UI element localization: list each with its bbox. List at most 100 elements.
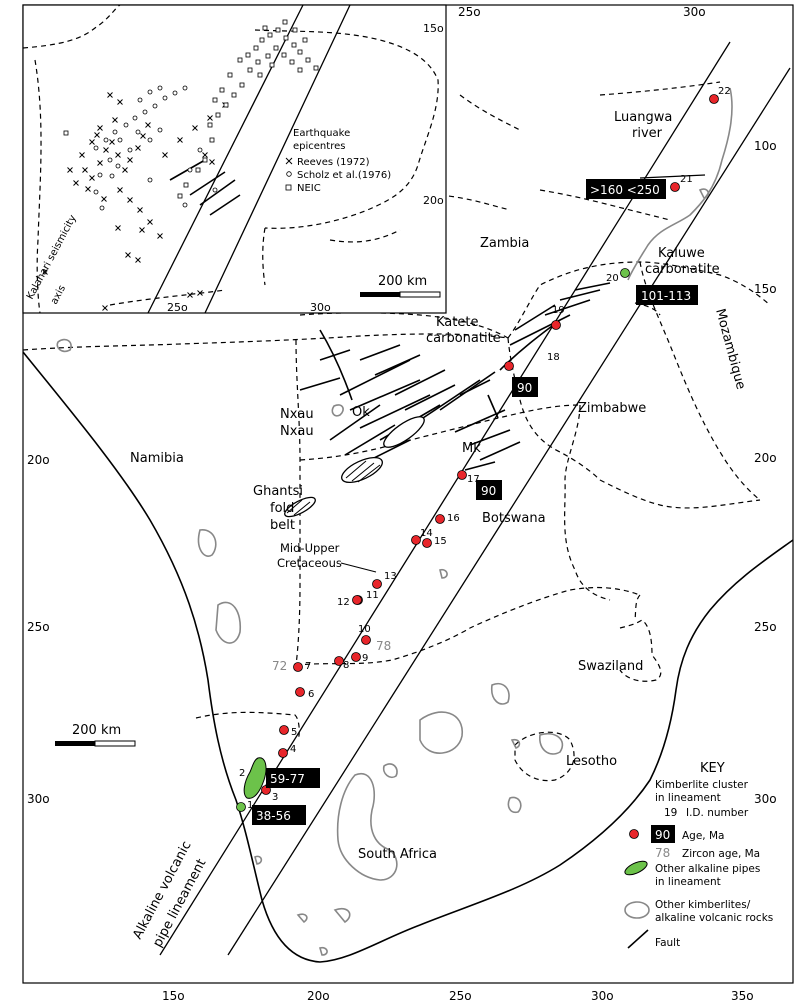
epicentre-reeves: [97, 160, 103, 166]
inset-legend-neic: NEIC: [297, 183, 321, 194]
zircon-age-z2: 72: [272, 659, 287, 673]
kimberlite-cluster-15: [422, 538, 432, 548]
label-mk: Mk: [462, 441, 481, 456]
other-alkaline-pipe-2: [243, 757, 267, 799]
label-south-africa: South Africa: [358, 847, 437, 862]
age-badge-text: 38-56: [256, 809, 291, 823]
label-swaziland: Swaziland: [578, 659, 643, 674]
tick-right-25: 25o: [754, 620, 777, 634]
age-badge-text: 90: [481, 484, 496, 498]
epicentre-reeves: [89, 175, 95, 181]
age-badges: >160 <250 101-113 90 90 59-77 38-56: [252, 179, 698, 825]
epicentre-scholz: [97, 172, 103, 178]
epicentre-reeves: [125, 252, 131, 258]
label-ok: Ok: [352, 405, 370, 420]
epicentre-scholz: [115, 163, 121, 169]
epicentre-reeves: [112, 117, 118, 123]
epicentre-scholz: [152, 103, 158, 109]
kimberlite-cluster-5: [279, 725, 289, 735]
inset-epicentres: [42, 19, 319, 311]
key-other-1: Other alkaline pipes: [655, 863, 760, 875]
epicentre-reeves: [107, 92, 113, 98]
key-age-num: 90: [655, 828, 670, 842]
hatched-bodies: [284, 416, 425, 518]
epicentre-scholz: [142, 109, 148, 115]
epicentre-neic: [237, 57, 243, 63]
kimberlite-cluster-20: [620, 268, 630, 278]
epicentre-scholz: [147, 177, 153, 183]
axis-labels: 15o 20o 25o 30o 35o 20o 25o 30o 10o 15o …: [27, 5, 777, 1003]
kimberlite-id-label: 16: [447, 513, 460, 524]
tick-bottom-35: 35o: [731, 989, 754, 1003]
epicentre-reeves: [177, 137, 183, 143]
inset-legend-o: Scholz et al.(1976): [286, 170, 391, 181]
inset-tick-15: 15o: [423, 22, 444, 35]
epicentre-reeves: [82, 167, 88, 173]
epicentre-scholz: [123, 122, 129, 128]
epicentre-neic: [239, 82, 245, 88]
kimberlite-cluster-13: [372, 579, 382, 589]
key-kimb-2: in lineament: [655, 792, 721, 804]
tick-right-30: 30o: [754, 792, 777, 806]
kimberlite-id-label: 12: [337, 597, 350, 608]
epicentre-scholz: [182, 202, 188, 208]
key-kimb-1: Kimberlite cluster: [655, 779, 749, 791]
kimberlite-id-label: 18: [547, 352, 560, 363]
kimberlite-cluster-4: [278, 748, 288, 758]
inset-scalebar: 200 km: [378, 274, 427, 289]
tick-right-15: 15o: [754, 282, 777, 296]
epicentre-scholz: [147, 89, 153, 95]
zircon-age-z1: 78: [376, 639, 391, 653]
kimberlite-id-label: 3: [272, 792, 278, 803]
tick-bottom-15: 15o: [162, 989, 185, 1003]
epicentre-scholz: [187, 167, 193, 173]
kimberlite-cluster-9: [351, 652, 361, 662]
epicentre-scholz: [93, 145, 99, 151]
label-luangwa-1: Luangwa: [614, 110, 672, 125]
epicentre-neic: [195, 167, 201, 173]
kimberlite-id-label: 15: [434, 536, 447, 547]
age-badge-text: 101-113: [641, 289, 691, 303]
kimberlite-cluster-1: [236, 802, 246, 812]
epicentre-reeves: [147, 219, 153, 225]
epicentre-reeves: [162, 152, 168, 158]
inset-legend-x: Reeves (1972): [285, 157, 370, 168]
epicentre-reeves: [140, 133, 146, 139]
kimberlite-id-label: 17: [467, 474, 480, 485]
inset-tick-30: 30o: [310, 301, 331, 314]
inset-map: Earthquake epicentres Reeves (1972) Scho…: [22, 4, 447, 314]
kimberlite-id-label: 14: [420, 528, 433, 539]
key-other-kimb-swatch: [624, 901, 650, 919]
epicentre-reeves: [42, 269, 48, 275]
key-fault-swatch: [627, 929, 649, 949]
epicentre-neic: [282, 19, 288, 25]
inset-legend-reeves: Reeves (1972): [297, 157, 370, 168]
epicentre-reeves: [103, 147, 109, 153]
epicentre-scholz: [93, 189, 99, 195]
age-badge-a2: 101-113: [636, 285, 698, 305]
label-lesotho: Lesotho: [566, 754, 617, 769]
epicentre-scholz: [172, 90, 178, 96]
epicentre-neic: [63, 130, 69, 136]
epicentre-scholz: [137, 97, 143, 103]
key-kimberlite-dot: [629, 829, 639, 839]
epicentre-reeves: [157, 233, 163, 239]
kimberlite-id-label: 10: [358, 624, 371, 635]
key-title: KEY: [700, 761, 725, 776]
epicentre-neic: [269, 62, 275, 68]
epicentre-neic: [231, 92, 237, 98]
kimberlite-id-label: 19: [552, 305, 565, 316]
tick-right-10: 10o: [754, 139, 777, 153]
label-kaluwe-1: Kaluwe: [658, 246, 705, 261]
epicentre-scholz: [127, 147, 133, 153]
kimberlite-cluster-6: [295, 687, 305, 697]
epicentre-reeves: [117, 99, 123, 105]
inset-tick-25: 25o: [167, 301, 188, 314]
epicentre-neic: [262, 25, 268, 31]
kimberlite-id-label: 22: [718, 86, 731, 97]
tick-left-30: 30o: [27, 792, 50, 806]
kimberlite-cluster-8: [334, 656, 344, 666]
epicentre-scholz: [112, 129, 118, 135]
epicentre-reeves: [94, 132, 100, 138]
label-zimbabwe: Zimbabwe: [578, 401, 646, 416]
